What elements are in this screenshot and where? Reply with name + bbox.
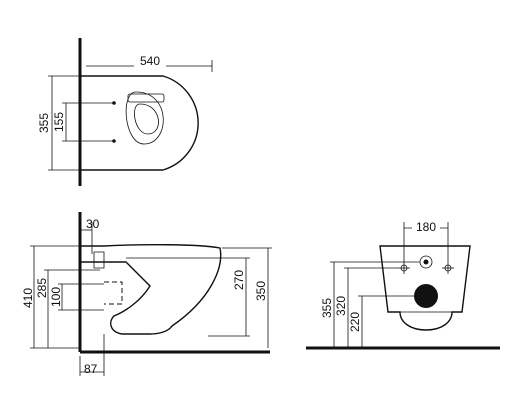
top-view-dim-540-bg (134, 55, 166, 69)
top-view-seat-outer (125, 91, 164, 145)
rear-view-dim-220-label: 220 (348, 312, 362, 332)
top-view: 540 355 155 (37, 38, 213, 186)
side-view-dim-87-label: 87 (84, 362, 98, 376)
rear-view: 180 355 320 220 (306, 220, 500, 350)
side-view-connector (93, 251, 105, 269)
side-view-dim-410-label: 410 (21, 288, 35, 308)
top-view-dim-155-label: 155 (52, 112, 66, 132)
top-view-seat-inner (134, 103, 159, 135)
rear-view-dim-180-label: 180 (416, 220, 436, 234)
side-view: 30 410 285 100 270 350 87 (21, 212, 272, 376)
rear-view-dim-355-label: 355 (320, 298, 334, 318)
side-view-dim-350-label: 350 (254, 281, 268, 301)
side-view-dim-270-label: 270 (232, 270, 246, 290)
side-view-bowl-outline (80, 244, 222, 335)
top-view-bowl-outline (80, 75, 199, 171)
side-view-dim-285-label: 285 (35, 278, 49, 298)
top-view-seat-hinge (127, 93, 165, 103)
rear-view-dim-320-label: 320 (334, 296, 348, 316)
side-view-dim-30-label: 30 (86, 217, 100, 231)
rear-view-inlet-inner (423, 259, 429, 265)
side-view-hidden-outlet (104, 281, 123, 305)
rear-view-outlet (414, 284, 438, 308)
top-view-dim-540-label: 540 (140, 54, 160, 68)
top-view-dim-355-label: 355 (37, 113, 51, 133)
rear-view-body-outline (379, 245, 471, 331)
side-view-dim-100-label: 100 (49, 287, 63, 307)
rear-view-dim-180-bg (412, 220, 440, 234)
